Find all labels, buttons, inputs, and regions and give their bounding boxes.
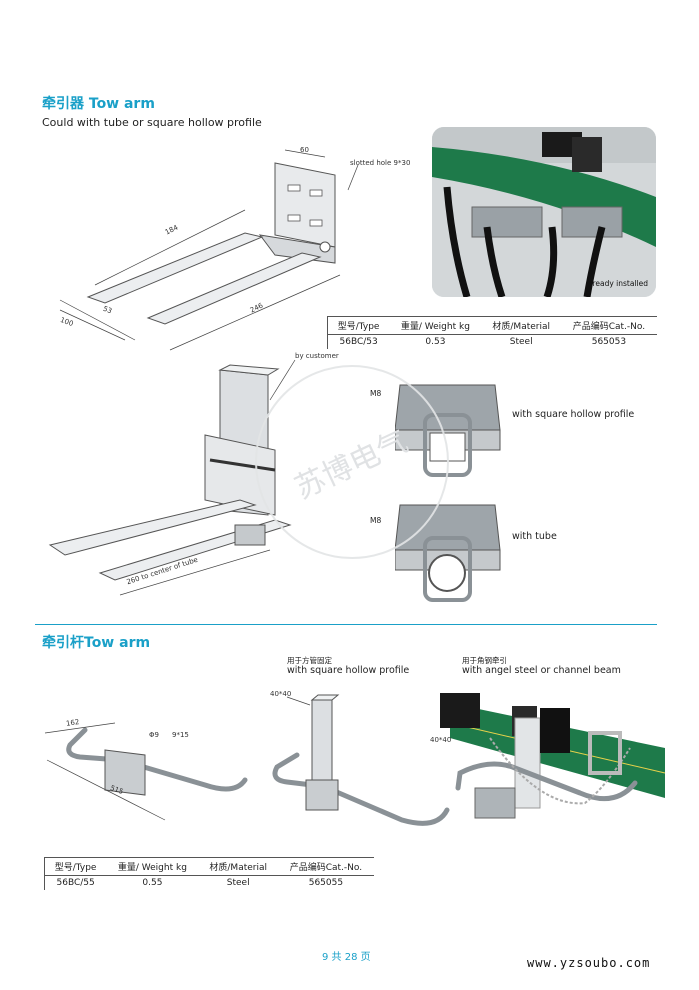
table-header: 型号/Type — [44, 857, 107, 876]
table-cell: 56BC/55 — [56, 878, 95, 888]
website-url[interactable]: www.yzsoubo.com — [527, 956, 651, 970]
dim-60: 60 — [300, 146, 309, 154]
label-square-en: with square hollow profile — [287, 665, 410, 676]
page-number: 9 共 28 页 — [322, 952, 371, 963]
photo-caption: ready installed — [592, 279, 648, 288]
installed-photo: ready installed — [432, 127, 656, 297]
dim-40x40-angle: 40*40 — [430, 736, 452, 744]
table-header: 产品编码Cat.-No. — [560, 316, 657, 335]
label-with-square-hollow-profile: with square hollow profile — [512, 409, 635, 420]
label-with-tube: with tube — [512, 531, 557, 542]
dim-40x40-square: 40*40 — [270, 690, 292, 698]
fork-left — [86, 232, 264, 304]
table-cell: 565053 — [591, 337, 627, 347]
table-cell: 565055 — [308, 878, 344, 888]
dim-slotted-hole: slotted hole 9*30 — [350, 159, 411, 167]
bent-rod-drawing — [44, 722, 248, 821]
label-angle-en: with angel steel or channel beam — [462, 665, 621, 676]
table-header: 重量/ Weight kg — [389, 316, 482, 335]
table-cell: 0.53 — [425, 337, 446, 347]
label-angle-cn: 用于角钢牵引 — [462, 656, 507, 665]
spec-table-565053: 型号/Type 重量/ Weight kg 材质/Material 产品编码Ca… — [327, 316, 657, 349]
label-square-cn: 用于方管固定 — [287, 656, 332, 665]
label-by-customer: by customer — [295, 352, 339, 360]
tube-fork-left — [48, 499, 257, 556]
tow-arm-drawing — [59, 149, 359, 351]
section-title-tow-bar: 牵引杆Tow arm — [42, 635, 151, 651]
dim-9x15: 9*15 — [172, 731, 189, 739]
table-header: 重量/ Weight kg — [106, 857, 199, 876]
section-subtitle: Could with tube or square hollow profile — [42, 116, 262, 129]
watermark-circle — [255, 365, 449, 559]
dim-phi9: Φ9 — [149, 731, 159, 739]
table-header: 材质/Material — [198, 857, 278, 876]
rod-with-angle-steel-photo — [440, 693, 666, 819]
table-header: 产品编码Cat.-No. — [277, 857, 374, 876]
table-header: 材质/Material — [481, 316, 561, 335]
tow-arm-with-tube-drawing — [48, 359, 296, 596]
spec-table-565055: 型号/Type 重量/ Weight kg 材质/Material 产品编码Ca… — [44, 857, 374, 890]
rod-with-square-drawing — [272, 694, 450, 826]
fork-right — [146, 252, 322, 325]
table-cell: Steel — [509, 337, 533, 347]
upright-plate — [274, 162, 336, 248]
table-cell: 56BC/53 — [339, 337, 378, 347]
section-title-tow-arm: 牵引器 Tow arm — [42, 96, 155, 112]
table-header: 型号/Type — [327, 316, 390, 335]
rod-plate — [104, 749, 146, 796]
section-divider — [35, 624, 657, 625]
table-cell: Steel — [226, 878, 250, 888]
table-cell: 0.55 — [142, 878, 163, 888]
